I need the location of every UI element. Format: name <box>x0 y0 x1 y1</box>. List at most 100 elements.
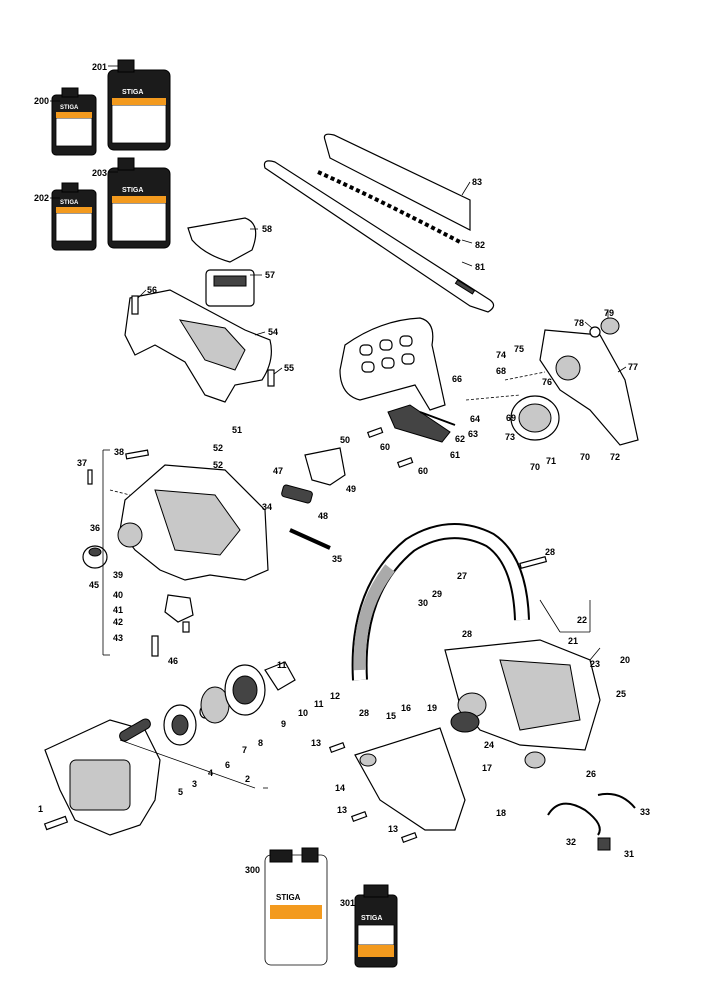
guide-bar-83 <box>323 133 471 231</box>
label-55: 55 <box>284 363 294 373</box>
label-13b: 13 <box>337 805 347 815</box>
label-48: 48 <box>318 511 328 521</box>
label-54: 54 <box>268 327 278 337</box>
label-60b: 60 <box>418 466 428 476</box>
label-28a: 28 <box>545 547 555 557</box>
label-7: 7 <box>242 745 247 755</box>
leader-lines <box>50 65 627 789</box>
label-16: 16 <box>401 703 411 713</box>
label-18: 18 <box>496 808 506 818</box>
sprocket-cover-77 <box>539 329 639 446</box>
label-28c: 28 <box>359 708 369 718</box>
label-13c: 13 <box>388 824 398 834</box>
air-filter-57 <box>205 269 255 307</box>
bolts <box>43 426 548 843</box>
label-66: 66 <box>452 374 462 384</box>
label-26: 26 <box>586 769 596 779</box>
label-13a: 13 <box>311 738 321 748</box>
label-47: 47 <box>273 466 283 476</box>
guide-bar-81 <box>263 160 495 313</box>
cable-33 <box>547 792 636 836</box>
bottle-brand-text: STIGA <box>276 893 301 902</box>
label-83: 83 <box>472 177 482 187</box>
oil-pipe-35 <box>289 528 331 550</box>
hand-guard <box>339 317 446 411</box>
label-49: 49 <box>346 484 356 494</box>
label-22: 22 <box>577 615 587 625</box>
cap-79 <box>600 317 620 335</box>
starter-housing-1-5 <box>44 719 161 836</box>
label-45: 45 <box>89 580 99 590</box>
label-69: 69 <box>506 413 516 423</box>
label-11b: 11 <box>314 699 324 709</box>
label-40: 40 <box>113 590 123 600</box>
label-78: 78 <box>574 318 584 328</box>
label-11: 11 <box>277 660 287 670</box>
label-19: 19 <box>427 703 437 713</box>
guide-plate-49 <box>304 447 346 486</box>
label-2: 2 <box>245 774 250 784</box>
oil-bottle-200: STIGA <box>51 87 97 156</box>
label-15: 15 <box>386 711 396 721</box>
label-58: 58 <box>262 224 272 234</box>
brake-lever-61 <box>387 404 451 443</box>
label-33: 33 <box>640 807 650 817</box>
canister-brand-text: STIGA <box>122 187 143 194</box>
starter-handle-3 <box>119 718 151 742</box>
label-79: 79 <box>604 308 614 318</box>
filter-cover-58 <box>187 217 257 263</box>
label-8: 8 <box>258 738 263 748</box>
top-cover-54 <box>124 289 272 403</box>
oil-canister-203: STIGA <box>107 157 171 249</box>
label-17: 17 <box>482 763 492 773</box>
label-56: 56 <box>147 285 157 295</box>
label-52b: 52 <box>213 460 223 470</box>
label-34: 34 <box>262 502 272 512</box>
label-52a: 52 <box>213 443 223 453</box>
switch-31 <box>597 837 611 851</box>
label-81: 81 <box>475 262 485 272</box>
label-57: 57 <box>265 270 275 280</box>
label-76: 76 <box>542 377 552 387</box>
label-72: 72 <box>610 452 620 462</box>
label-12: 12 <box>330 691 340 701</box>
label-46: 46 <box>168 656 178 666</box>
flywheel-9 <box>224 664 266 716</box>
saw-chain-82 <box>317 170 461 244</box>
label-61: 61 <box>450 450 460 460</box>
label-39: 39 <box>113 570 123 580</box>
label-9: 9 <box>281 719 286 729</box>
crankcase-36 <box>117 464 269 581</box>
label-20: 20 <box>620 655 630 665</box>
label-30: 30 <box>418 598 428 608</box>
label-21: 21 <box>568 636 578 646</box>
washer-78 <box>589 326 601 338</box>
label-25: 25 <box>616 689 626 699</box>
label-75: 75 <box>514 344 524 354</box>
label-200: 200 <box>34 96 49 106</box>
label-64: 64 <box>470 414 480 424</box>
label-70a: 70 <box>530 462 540 472</box>
label-68: 68 <box>496 366 506 376</box>
label-38: 38 <box>114 447 124 457</box>
label-23: 23 <box>590 659 600 669</box>
label-202: 202 <box>34 193 49 203</box>
label-1: 1 <box>38 804 43 814</box>
oil-bottle-300: STIGA <box>264 847 328 966</box>
label-74: 74 <box>496 350 506 360</box>
oil-pump-48 <box>281 484 313 504</box>
label-70b: 70 <box>580 452 590 462</box>
label-77: 77 <box>628 362 638 372</box>
oil-bottle-202: STIGA <box>51 182 97 251</box>
label-62: 62 <box>455 434 465 444</box>
part-labels: 201 200 203 202 83 82 81 58 57 56 54 55 … <box>34 62 650 908</box>
label-14: 14 <box>335 783 345 793</box>
label-29: 29 <box>432 589 442 599</box>
assembly-dashes <box>109 371 546 496</box>
label-201: 201 <box>92 62 107 72</box>
pawl-10-12 <box>264 661 296 691</box>
handle-cover-14 <box>354 727 466 831</box>
label-43: 43 <box>113 633 123 643</box>
brake-spring-62 <box>419 411 456 426</box>
